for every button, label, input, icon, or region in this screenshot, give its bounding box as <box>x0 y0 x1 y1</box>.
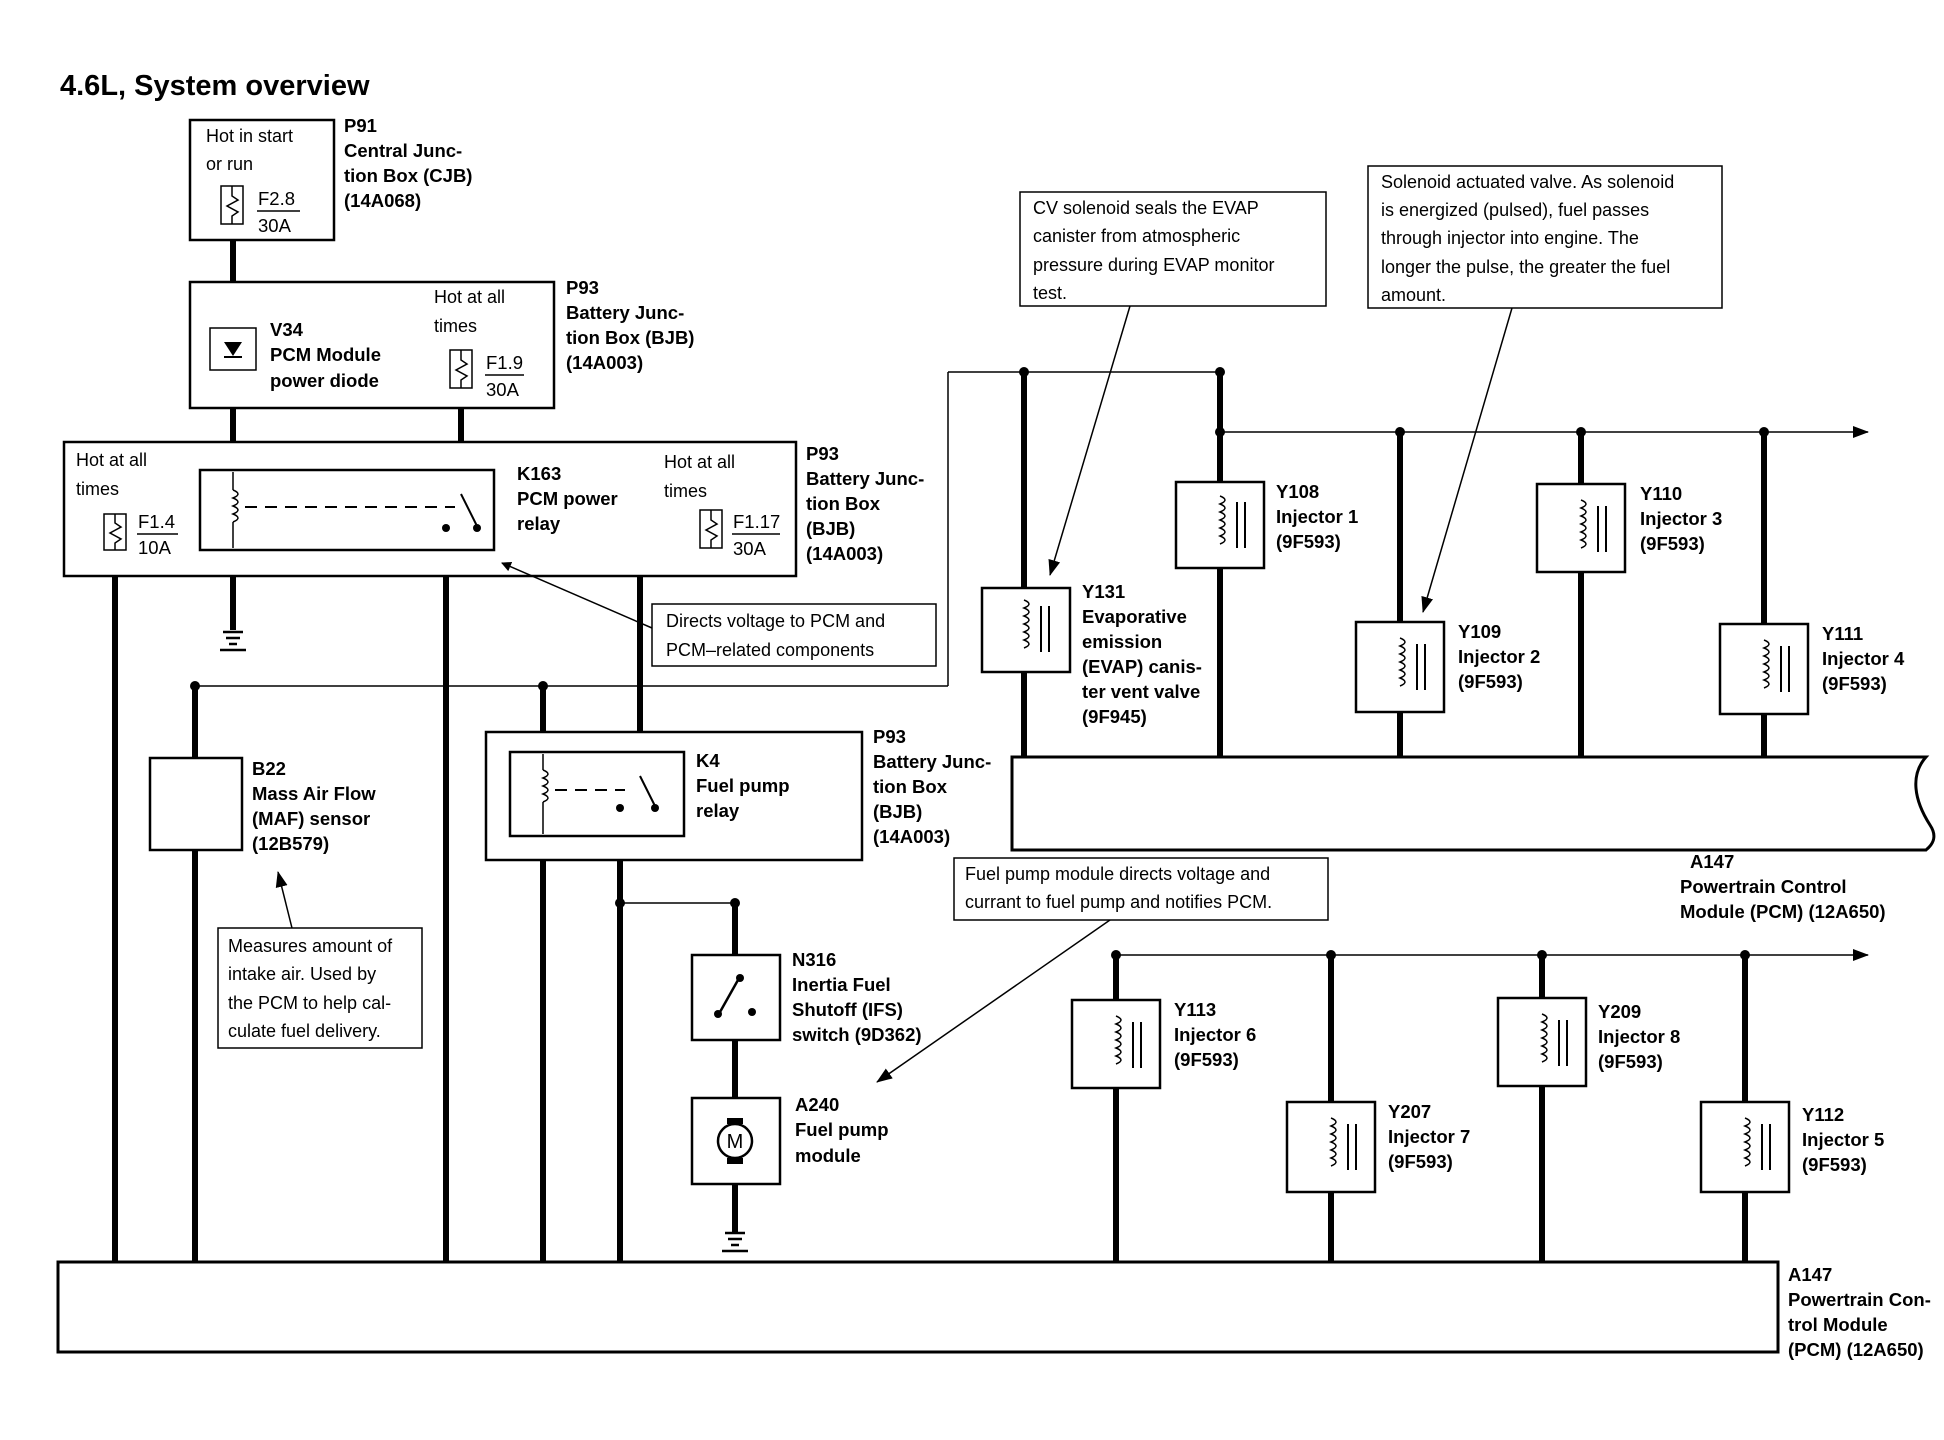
k163-relay-icon <box>198 468 496 552</box>
y209-label: Y209 Injector 8 (9F593) <box>1598 1001 1685 1072</box>
a147-pcm-lower: A147 Powertrain Con- trol Module (PCM) (… <box>56 1260 1936 1360</box>
f14-fuse-amps: 10A <box>138 537 172 558</box>
p93a-note: Hot at all times <box>434 287 510 336</box>
y131-evap-vent-valve: Y131 Evaporative emission (EVAP) canis- … <box>980 581 1207 727</box>
y112-label: Y112 Injector 5 (9F593) <box>1802 1104 1889 1175</box>
y111-injector-4: Y111 Injector 4 (9F593) <box>1718 622 1909 716</box>
svg-text:Directs voltage to PCM and: Directs voltage to PCM and PCM–related c… <box>666 611 890 660</box>
n316-inertia-switch: N316 Inertia Fuel Shutoff (IFS) switch (… <box>690 949 922 1045</box>
k4-label: K4 Fuel pump relay <box>696 750 795 821</box>
diode-icon <box>209 327 257 371</box>
y207-injector-7: Y207 Injector 7 (9F593) <box>1285 1100 1475 1194</box>
y108-injector-1: Y108 Injector 1 (9F593) <box>1174 480 1363 570</box>
y111-label: Y111 Injector 4 (9F593) <box>1822 623 1909 694</box>
fuse-icon <box>699 509 723 549</box>
svg-text:M: M <box>727 1131 744 1153</box>
solenoid-icon <box>1539 1013 1568 1066</box>
b22-maf-sensor: B22 Mass Air Flow (MAF) sensor (12B579) <box>148 756 381 854</box>
directs-voltage-note: Directs voltage to PCM and PCM–related c… <box>501 561 937 667</box>
cv-solenoid-note: CV solenoid seals the EVAP canister from… <box>1019 191 1327 576</box>
svg-text:Solenoid actuated valve. As so: Solenoid actuated valve. As solenoid is … <box>1381 172 1679 305</box>
solenoid-icon <box>1761 639 1790 692</box>
ground-icon <box>220 630 246 652</box>
p93b-label: P93 Battery Junc- tion Box (BJB) (14A003… <box>806 443 929 564</box>
p91-note: Hot in start or run <box>206 126 298 174</box>
page-title: 4.6L, System overview <box>60 70 370 102</box>
p91-fuse-number: F2.8 <box>258 188 295 209</box>
solenoid-icon <box>1021 599 1050 652</box>
svg-text:Measures amount of intak: Measures amount of intake air. Used by t… <box>228 936 397 1041</box>
y131-label: Y131 Evaporative emission (EVAP) canis- … <box>1082 581 1207 727</box>
y113-injector-6: Y113 Injector 6 (9F593) <box>1070 998 1261 1090</box>
solenoid-note: Solenoid actuated valve. As solenoid is … <box>1367 165 1723 613</box>
f14-note: Hot at all times <box>76 450 152 499</box>
f117-fuse-number: F1.17 <box>733 511 780 532</box>
p91-central-junction-box: Hot in start or run F2.8 30A P91 Central… <box>188 115 478 242</box>
f117-fuse-amps: 30A <box>733 538 767 559</box>
f117-note: Hot at all times <box>664 452 740 501</box>
measures-note: Measures amount of intake air. Used by t… <box>217 871 423 1049</box>
n316-label: N316 Inertia Fuel Shutoff (IFS) switch (… <box>792 949 922 1045</box>
y113-label: Y113 Injector 6 (9F593) <box>1174 999 1261 1070</box>
solenoid-icon <box>1217 495 1246 548</box>
ground-icon <box>722 1231 748 1253</box>
p93a-fuse-amps: 30A <box>486 379 520 400</box>
k163-label: K163 PCM power relay <box>517 463 623 534</box>
y207-label: Y207 Injector 7 (9F593) <box>1388 1101 1475 1172</box>
p91-fuse-amps: 30A <box>258 215 292 236</box>
p93a-fuse-number: F1.9 <box>486 352 523 373</box>
y108-label: Y108 Injector 1 (9F593) <box>1276 481 1363 552</box>
a147-pcm-upper: A147 Powertrain Control Module (PCM) (12… <box>1010 755 1936 922</box>
svg-text:CV solenoid seals the EVAP: CV solenoid seals the EVAP canister from… <box>1033 198 1279 303</box>
a240-fuel-pump-module: M A240 Fuel pump module <box>690 1094 894 1186</box>
fuel-pump-module-note: Fuel pump module directs voltage and cur… <box>876 857 1329 1083</box>
fuse-icon <box>103 513 127 551</box>
solenoid-icon <box>1578 499 1607 552</box>
p93-battery-junction-box-upper: V34 PCM Module power diode Hot at all ti… <box>188 277 700 410</box>
y109-injector-2: Y109 Injector 2 (9F593) <box>1354 620 1545 714</box>
v34-label: V34 PCM Module power diode <box>270 319 386 391</box>
y109-label: Y109 Injector 2 (9F593) <box>1458 621 1545 692</box>
solenoid-icon <box>1328 1117 1357 1170</box>
y110-injector-3: Y110 Injector 3 (9F593) <box>1535 482 1727 574</box>
svg-text:Fuel pump module directs volta: Fuel pump module directs voltage and cur… <box>965 864 1275 912</box>
y112-injector-5: Y112 Injector 5 (9F593) <box>1699 1100 1889 1194</box>
solenoid-icon <box>1397 637 1426 690</box>
motor-icon: M <box>716 1118 754 1164</box>
p93-battery-junction-box-lower: K4 Fuel pump relay <box>484 730 864 862</box>
solenoid-icon <box>1742 1117 1771 1170</box>
a147-lower-label: A147 Powertrain Con- trol Module (PCM) (… <box>1788 1264 1936 1360</box>
b22-label: B22 Mass Air Flow (MAF) sensor (12B579) <box>252 758 381 854</box>
p91-label: P91 Central Junc- tion Box (CJB) (14A068… <box>344 115 478 211</box>
y110-label: Y110 Injector 3 (9F593) <box>1640 483 1727 554</box>
p93c-label: P93 Battery Junc- tion Box (BJB) (14A003… <box>873 726 996 847</box>
k4-relay-icon <box>508 750 686 838</box>
fuse-icon <box>220 185 244 225</box>
p93-battery-junction-box-middle: Hot at all times F1.4 10A K163 PCM power… <box>62 440 798 578</box>
f14-fuse-number: F1.4 <box>138 511 175 532</box>
p93a-label: P93 Battery Junc- tion Box (BJB) (14A003… <box>566 277 700 373</box>
y209-injector-8: Y209 Injector 8 (9F593) <box>1496 996 1685 1088</box>
a147-upper-label: A147 Powertrain Control Module (PCM) (12… <box>1680 851 1886 922</box>
a240-label: A240 Fuel pump module <box>795 1094 894 1166</box>
fuse-icon <box>449 349 473 389</box>
solenoid-icon <box>1113 1015 1142 1068</box>
